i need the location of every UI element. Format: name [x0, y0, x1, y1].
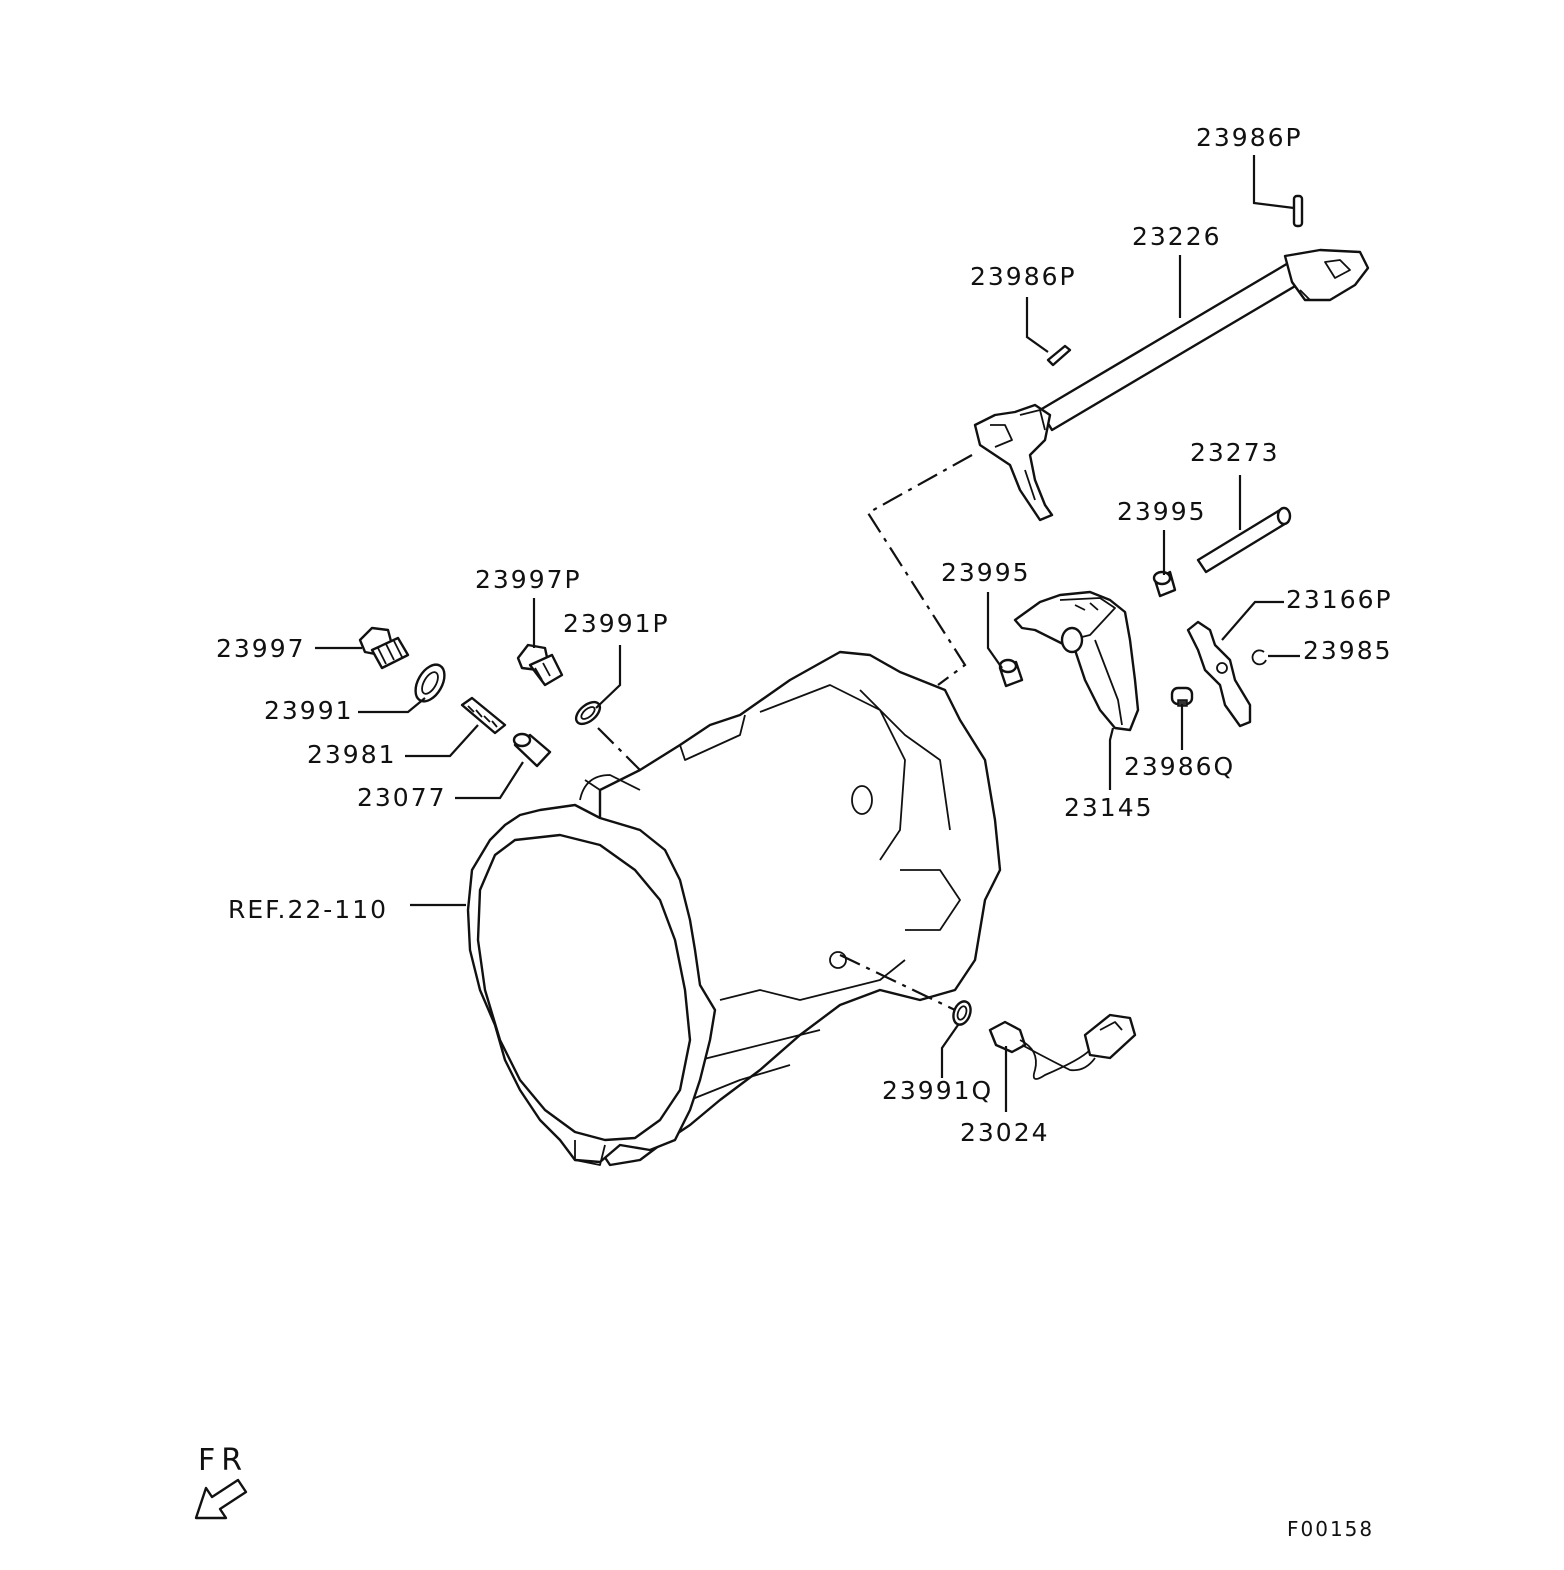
shift-rod-23226: [973, 248, 1370, 522]
label-23991P: 23991P: [563, 609, 670, 638]
leader-lines: [315, 155, 1300, 1112]
label-23986P-mid: 23986P: [970, 262, 1077, 291]
spring-23981: [460, 696, 507, 735]
shift-fork-23145: [1013, 590, 1140, 732]
plunger-23077: [512, 732, 552, 768]
label-23981: 23981: [307, 740, 397, 769]
label-23145: 23145: [1064, 793, 1154, 822]
label-23024: 23024: [960, 1118, 1050, 1147]
washer-23991P: [574, 700, 602, 726]
switch-23024: [988, 1013, 1137, 1080]
assembly-reference-lines: [597, 454, 973, 1011]
label-ref-22-110: REF.22-110: [228, 895, 388, 924]
label-23273: 23273: [1190, 438, 1280, 467]
washer-23991: [414, 663, 446, 703]
label-23986P-top: 23986P: [1196, 123, 1303, 152]
plate-23166P: [1186, 620, 1252, 728]
plug-23997P: [516, 643, 564, 687]
shaft-23273: [1196, 506, 1292, 574]
label-23226: 23226: [1132, 222, 1222, 251]
bush-23995-left: [998, 658, 1024, 688]
washer-23991Q: [952, 1000, 972, 1026]
front-direction-arrow-icon: [194, 1478, 248, 1520]
label-23995-right: 23995: [1117, 497, 1207, 526]
label-23985: 23985: [1303, 636, 1393, 665]
label-23166P: 23166P: [1286, 585, 1393, 614]
transmission-case: [466, 650, 1002, 1167]
pin-23986P-mid: [1046, 344, 1072, 367]
figure-code: F00158: [1287, 1517, 1374, 1541]
label-23997: 23997: [216, 634, 306, 663]
plug-23986Q: [1170, 686, 1194, 707]
clip-23985: [1251, 649, 1267, 666]
bush-23995-right: [1152, 570, 1177, 598]
label-23997P: 23997P: [475, 565, 582, 594]
label-23986Q: 23986Q: [1124, 752, 1235, 781]
label-23995-left: 23995: [941, 558, 1031, 587]
orientation-label: FR: [198, 1443, 248, 1478]
plug-23997: [358, 626, 410, 670]
label-23991: 23991: [264, 696, 354, 725]
label-23077: 23077: [357, 783, 447, 812]
pin-23986P-top: [1292, 194, 1304, 228]
label-23991Q: 23991Q: [882, 1076, 993, 1105]
